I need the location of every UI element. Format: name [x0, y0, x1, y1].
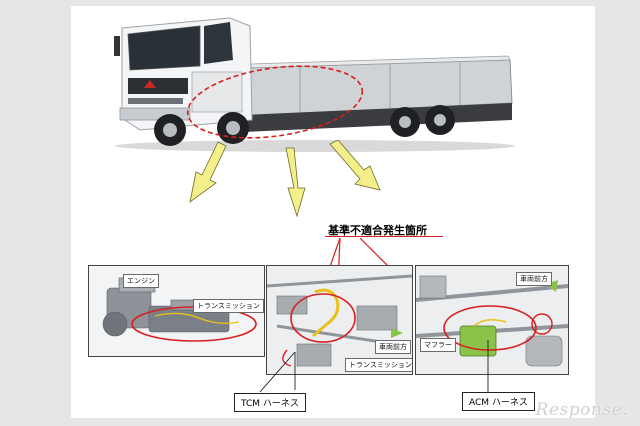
- callout-leaders: [259, 340, 489, 393]
- engine-label: エンジン: [123, 274, 159, 288]
- front-label-middle: 車両前方: [375, 340, 411, 354]
- right-panel: 車両前方 マフラー: [415, 265, 569, 375]
- acm-harness-callout: ACM ハーネス: [462, 392, 535, 411]
- highlight-ellipse-truck: [186, 65, 364, 139]
- response-watermark: Response.: [535, 400, 628, 420]
- truck-illustration: [114, 17, 515, 152]
- muffler-label: マフラー: [420, 338, 456, 352]
- harness-illustration-right: [416, 266, 568, 374]
- transmission-label-middle: トランスミッション: [345, 358, 412, 372]
- diagram-title: 基準不適合発生箇所: [328, 224, 427, 237]
- tcm-harness-callout: TCM ハーネス: [234, 393, 306, 412]
- front-label-right: 車両前方: [516, 272, 552, 286]
- pointer-arrows: [189, 140, 381, 218]
- title-underline: [325, 236, 443, 237]
- engine-panel: エンジン トランスミッション: [88, 265, 265, 357]
- middle-panel: 車両前方 トランスミッション: [266, 265, 413, 375]
- transmission-label-left: トランスミッション: [193, 299, 264, 313]
